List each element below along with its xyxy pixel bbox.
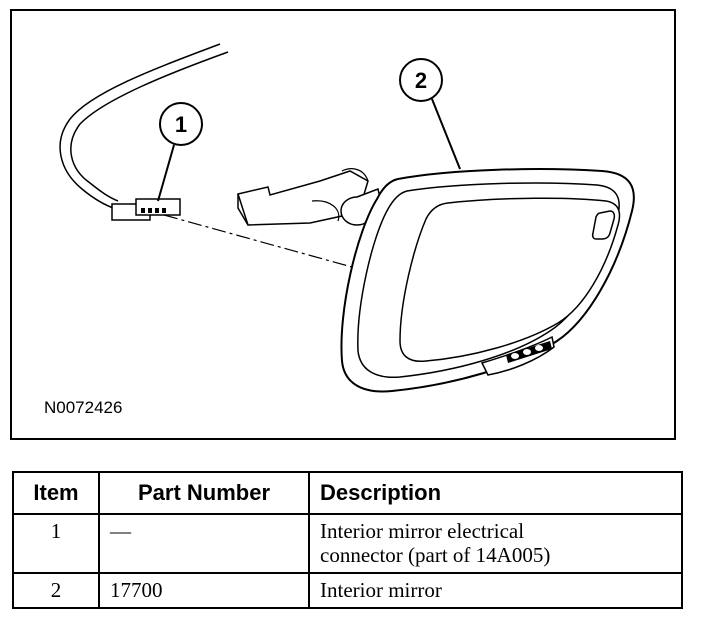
- row-description: Interior mirror electrical connector (pa…: [308, 513, 683, 574]
- table-row: 1 — Interior mirror electrical connector…: [12, 513, 683, 574]
- wire-harness: [59, 43, 221, 210]
- mirror-illustration: 1 2: [59, 43, 635, 393]
- assembly-dashed-line: [163, 214, 353, 268]
- table-row: 2 17700 Interior mirror: [12, 572, 683, 609]
- row-part-number: —: [98, 513, 310, 574]
- table-header-row: Item Part Number Description: [12, 471, 683, 515]
- row-description: Interior mirror: [308, 572, 683, 609]
- row-item: 1: [12, 513, 100, 574]
- callout-1: 1: [157, 102, 203, 202]
- electrical-connector: [111, 198, 181, 221]
- figure-code: N0072426: [44, 398, 123, 417]
- parts-table: Item Part Number Description 1 — Interio…: [12, 471, 683, 609]
- interior-mirror: [340, 168, 635, 393]
- figure-frame: 1 2 N0072426: [10, 9, 676, 440]
- header-item: Item: [12, 471, 100, 515]
- row-part-number: 17700: [98, 572, 310, 609]
- header-part-number: Part Number: [98, 471, 310, 515]
- callout-2: 2: [399, 58, 461, 170]
- svg-text:2: 2: [415, 68, 427, 93]
- svg-text:1: 1: [175, 112, 187, 137]
- row-item: 2: [12, 572, 100, 609]
- mirror-mount-bracket: [237, 168, 383, 226]
- header-description: Description: [308, 471, 683, 515]
